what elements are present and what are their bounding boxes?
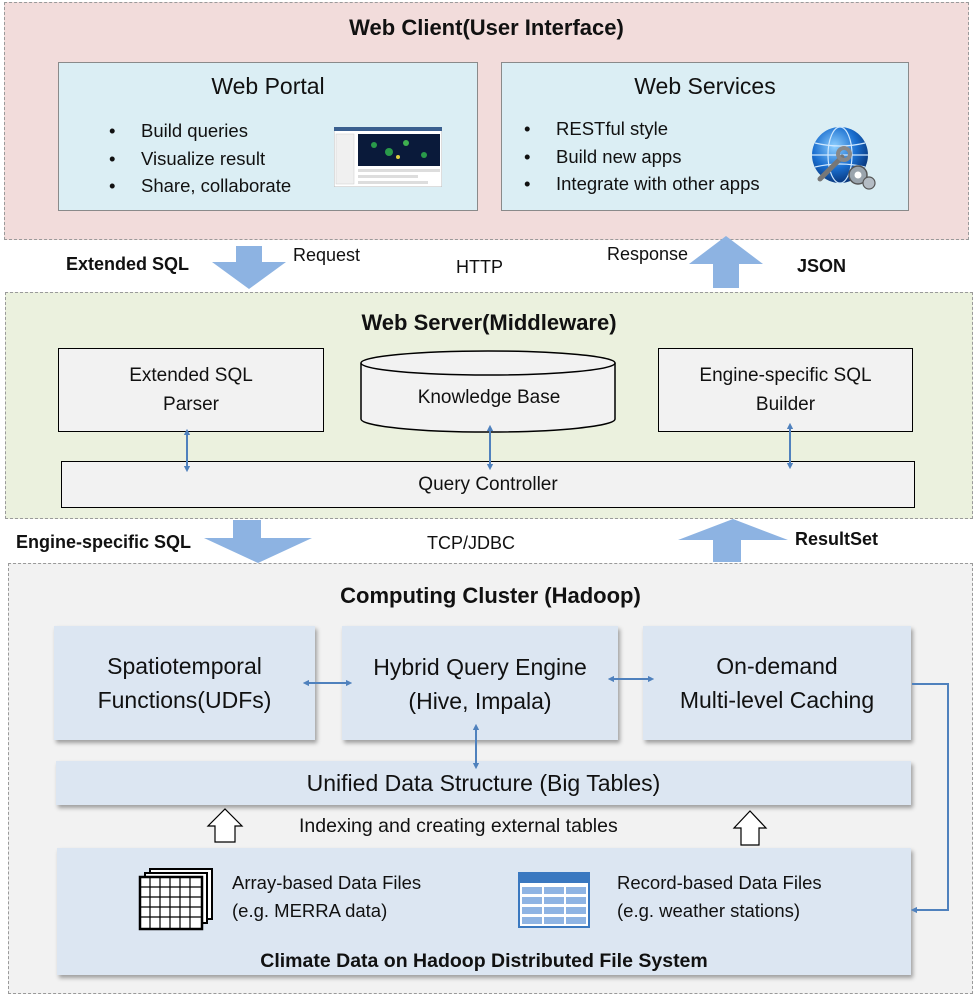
request-down-arrow xyxy=(212,246,286,289)
array-line-1: Array-based Data Files xyxy=(232,872,422,893)
unified-label: Unified Data Structure (Big Tables) xyxy=(306,770,661,796)
list-item: Build queries xyxy=(103,117,291,145)
record-line-2: (e.g. weather stations) xyxy=(617,900,801,921)
sql-down-arrow xyxy=(204,520,312,563)
cache-line-1: On-demand xyxy=(716,653,838,679)
engine-specific-sql-label: Engine-specific SQL xyxy=(16,532,192,552)
knowledge-base-label: Knowledge Base xyxy=(417,387,561,408)
table-icon xyxy=(518,872,590,928)
http-label: HTTP xyxy=(456,257,503,277)
web-client-layer: Web Client(User Interface) Web Portal Bu… xyxy=(4,2,969,240)
response-up-arrow xyxy=(689,236,763,288)
hdfs-box: Array-based Data Files (e.g. MERRA data)… xyxy=(57,848,911,975)
list-item: RESTful style xyxy=(518,115,760,143)
grid-stack-icon xyxy=(138,868,213,931)
unified-data-structure-box: Unified Data Structure (Big Tables) xyxy=(56,761,911,805)
computing-cluster-title: Computing Cluster (Hadoop) xyxy=(340,583,641,608)
list-item: Integrate with other apps xyxy=(518,170,760,198)
spatiotemporal-functions-box: Spatiotemporal Functions(UDFs) xyxy=(54,626,315,740)
builder-line-1: Engine-specific SQL xyxy=(699,365,872,386)
engine-line-2: (Hive, Impala) xyxy=(408,688,552,714)
cache-line-2: Multi-level Caching xyxy=(679,687,875,713)
extended-sql-parser-box: Extended SQL Parser xyxy=(58,348,324,432)
web-services-box: Web Services RESTful style Build new app… xyxy=(501,62,909,211)
tcp-jdbc-label: TCP/JDBC xyxy=(427,533,516,553)
portal-screenshot-icon xyxy=(334,127,442,187)
hollow-up-arrow-right xyxy=(732,810,768,846)
udf-line-1: Spatiotemporal xyxy=(107,653,262,679)
parser-line-1: Extended SQL xyxy=(129,365,253,386)
multi-level-caching-box: On-demand Multi-level Caching xyxy=(643,626,911,740)
list-item: Share, collaborate xyxy=(103,172,291,200)
cache-hdfs-connector xyxy=(910,683,949,914)
web-server-layer: Web Server(Middleware) Extended SQL Pars… xyxy=(5,292,973,519)
record-line-1: Record-based Data Files xyxy=(617,872,822,893)
query-controller-label: Query Controller xyxy=(418,474,558,495)
computing-cluster-layer: Computing Cluster (Hadoop) Spatiotempora… xyxy=(8,563,973,994)
web-services-title: Web Services xyxy=(634,73,776,99)
hollow-up-arrow-left xyxy=(206,808,244,843)
hdfs-label: Climate Data on Hadoop Distributed File … xyxy=(260,950,708,972)
record-files-label: Record-based Data Files (e.g. weather st… xyxy=(617,869,822,925)
web-portal-title: Web Portal xyxy=(211,73,325,99)
web-portal-box: Web Portal Build queries Visualize resul… xyxy=(58,62,478,211)
engine-line-1: Hybrid Query Engine xyxy=(373,654,587,680)
globe-wrench-icon xyxy=(812,126,876,190)
web-services-list: RESTful style Build new apps Integrate w… xyxy=(518,115,760,198)
response-label: Response xyxy=(607,244,689,264)
parser-line-2: Parser xyxy=(163,394,219,415)
list-item: Build new apps xyxy=(518,143,760,171)
json-label: JSON xyxy=(797,256,847,276)
indexing-label: Indexing and creating external tables xyxy=(299,815,618,837)
engine-sql-builder-box: Engine-specific SQL Builder xyxy=(658,348,913,432)
hybrid-query-engine-box: Hybrid Query Engine (Hive, Impala) xyxy=(342,626,618,740)
resultset-up-arrow xyxy=(678,519,788,562)
web-portal-list: Build queries Visualize result Share, co… xyxy=(103,117,291,200)
builder-line-2: Builder xyxy=(755,394,816,415)
request-label: Request xyxy=(293,245,361,265)
extended-sql-label: Extended SQL xyxy=(66,254,190,274)
resultset-label: ResultSet xyxy=(795,529,879,549)
web-server-title: Web Server(Middleware) xyxy=(361,310,617,335)
web-client-title: Web Client(User Interface) xyxy=(349,15,624,40)
list-item: Visualize result xyxy=(103,145,291,173)
array-files-label: Array-based Data Files (e.g. MERRA data) xyxy=(232,869,421,925)
knowledge-base-cylinder xyxy=(360,350,616,433)
array-line-2: (e.g. MERRA data) xyxy=(232,900,388,921)
udf-line-2: Functions(UDFs) xyxy=(97,687,272,713)
